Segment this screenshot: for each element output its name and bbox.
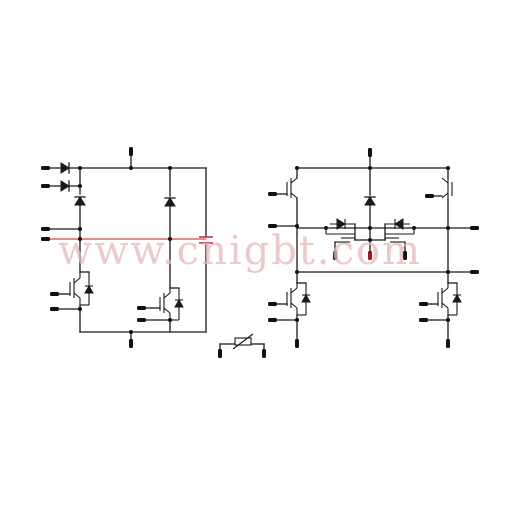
- center-clamp-diode: [364, 196, 376, 206]
- igbt-chopper: [137, 287, 184, 333]
- top-terminal-pin: [129, 147, 133, 156]
- igbt-t2: [268, 271, 311, 348]
- igbt-t4: [425, 166, 479, 273]
- neutral-switch-left: [325, 218, 371, 260]
- watermark-text: www.cnigbt.com: [58, 228, 422, 274]
- ntc-thermistor: [218, 333, 266, 358]
- igbt-left-brake: [50, 271, 94, 333]
- input-row-3: [41, 227, 82, 231]
- capacitor: [199, 236, 213, 244]
- neutral-switch-right: [368, 218, 415, 260]
- vertical-diode-left: [74, 196, 86, 206]
- input-diode-2: [60, 180, 70, 192]
- igbt-t1: [268, 166, 299, 273]
- vertical-diode-right: [164, 197, 176, 207]
- right-circuit: [268, 148, 479, 348]
- input-row-2: [41, 180, 82, 192]
- input-row-4: [41, 237, 206, 241]
- input-row-1: [41, 162, 82, 174]
- center-mid-terminal: [368, 251, 372, 260]
- thermistor-body: [234, 337, 252, 346]
- left-circuit: [41, 147, 213, 348]
- igbt-t3: [419, 271, 462, 348]
- bottom-terminal-pin: [129, 339, 133, 348]
- input-diode-1: [60, 162, 70, 174]
- output-terminal-pin: [470, 270, 479, 274]
- right-top-terminal-pin: [368, 148, 372, 157]
